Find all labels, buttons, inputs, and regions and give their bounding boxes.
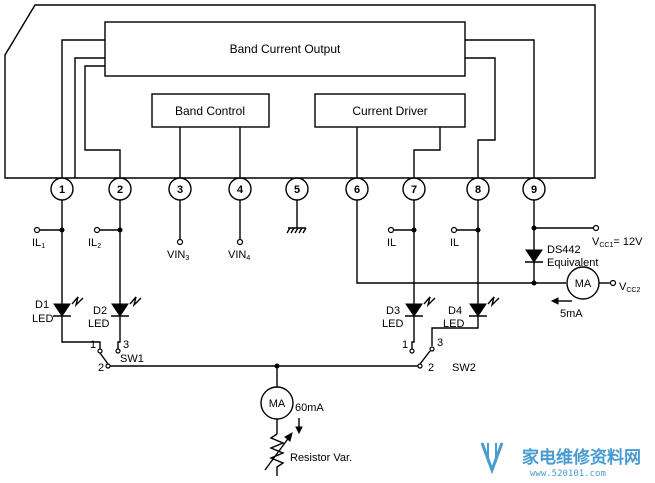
pin-9: 9 [522,177,546,201]
vcc1-label: VCC1= 12V [592,236,643,249]
pin-4: 4 [228,177,252,201]
band-current-output-block: Band Current Output [104,21,466,77]
il-7-label: IL [387,237,396,249]
d3-led: D3 LED [382,296,436,349]
pin2-branch: IL2 [88,200,123,305]
d1-label: D1 [35,299,49,311]
watermark-text: 家电维修资料网 [522,447,641,468]
pin-6: 6 [345,177,369,201]
svg-text:8: 8 [475,184,481,196]
sw2-pos2: 2 [428,362,434,374]
d4-label: D4 [448,305,462,317]
main-meter-value: 60mA [295,402,324,414]
sw1-pos1: 1 [90,339,96,351]
pin-2: 2 [108,177,132,201]
sw1-switch: 1 3 2 SW1 [90,339,144,374]
current-driver-block: Current Driver [314,93,466,128]
internal-wiring [61,39,535,178]
il2-label: IL2 [88,237,101,250]
pin-3: 3 [168,177,192,201]
current-driver-label: Current Driver [352,104,427,118]
sw2-label: SW2 [452,362,476,374]
il1-terminal [33,226,41,234]
vin3-label: VIN3 [167,249,189,262]
ds442-equivalent-label: Equivalent [547,257,598,269]
d4-led-label: LED [443,318,464,330]
resistor-label: Resistor Var. [290,452,352,464]
d2-led: D2 LED [88,296,142,349]
d4-led: D4 LED [431,296,500,346]
il-8-terminal [450,226,458,234]
vcc1-terminal [592,224,600,232]
pin-7: 7 [402,177,426,201]
il-7-terminal [387,226,395,234]
pin9-branch: VCC1= 12V [531,200,643,250]
ds442-diode: DS442 Equivalent [525,244,598,286]
watermark-logo: 家电维修资料网 www.520101.com [480,442,641,479]
pin8-branch: IL [450,200,481,305]
sw2-pos1: 1 [402,339,408,351]
main-meter-label: MA [269,398,286,410]
band-control-block: Band Control [151,93,270,128]
svg-text:7: 7 [411,184,417,196]
d3-label: D3 [386,305,400,317]
sw2-pos3: 3 [437,337,443,349]
svg-text:9: 9 [531,184,537,196]
ds442-label: DS442 [547,244,581,256]
svg-text:4: 4 [237,184,244,196]
resistor-variable-arrow [264,435,291,471]
d1-led: D1 LED [32,296,101,349]
pin-1: 1 [50,177,74,201]
il2-terminal [93,226,101,234]
sw1-label: SW1 [120,353,144,365]
vin3-branch: VIN3 [167,200,189,262]
ground-symbol [286,200,307,234]
svg-text:1: 1 [59,184,65,196]
small-meter-label: MA [575,278,592,290]
vin4-label: VIN4 [228,249,250,262]
il1-label: IL1 [32,237,45,250]
sw1-pos3: 3 [123,339,129,351]
vin3-terminal [176,238,184,246]
band-current-output-label: Band Current Output [230,42,341,56]
d3-led-label: LED [382,318,403,330]
common-rail [110,363,418,387]
svg-text:5: 5 [294,184,300,196]
vin4-terminal [236,238,244,246]
svg-text:2: 2 [117,184,123,196]
d2-led-label: LED [88,318,109,330]
sw1-pos2: 2 [98,362,104,374]
sw2-switch: 1 3 2 SW2 [402,337,476,374]
pin-5: 5 [285,177,309,201]
d2-label: D2 [93,305,107,317]
variable-resistor: Resistor Var. [264,431,352,476]
svg-text:6: 6 [354,184,360,196]
svg-text:3: 3 [177,184,183,196]
watermark-url: www.520101.com [530,469,606,479]
vcc2-label: VCC2 [619,281,640,294]
main-milliammeter: MA 60mA [260,386,324,435]
band-control-label: Band Control [175,104,245,118]
d1-led-label: LED [32,313,53,325]
pin1-branch: IL1 [32,200,65,305]
vcc2-terminal [609,279,617,287]
vin4-branch: VIN4 [228,200,250,262]
small-milliammeter: MA VCC2 5mA [550,266,640,320]
pin-8: 8 [466,177,490,201]
pin6-wire [356,200,566,284]
small-meter-value: 5mA [560,308,583,320]
il-8-label: IL [450,237,459,249]
pin7-branch: IL [387,200,417,305]
